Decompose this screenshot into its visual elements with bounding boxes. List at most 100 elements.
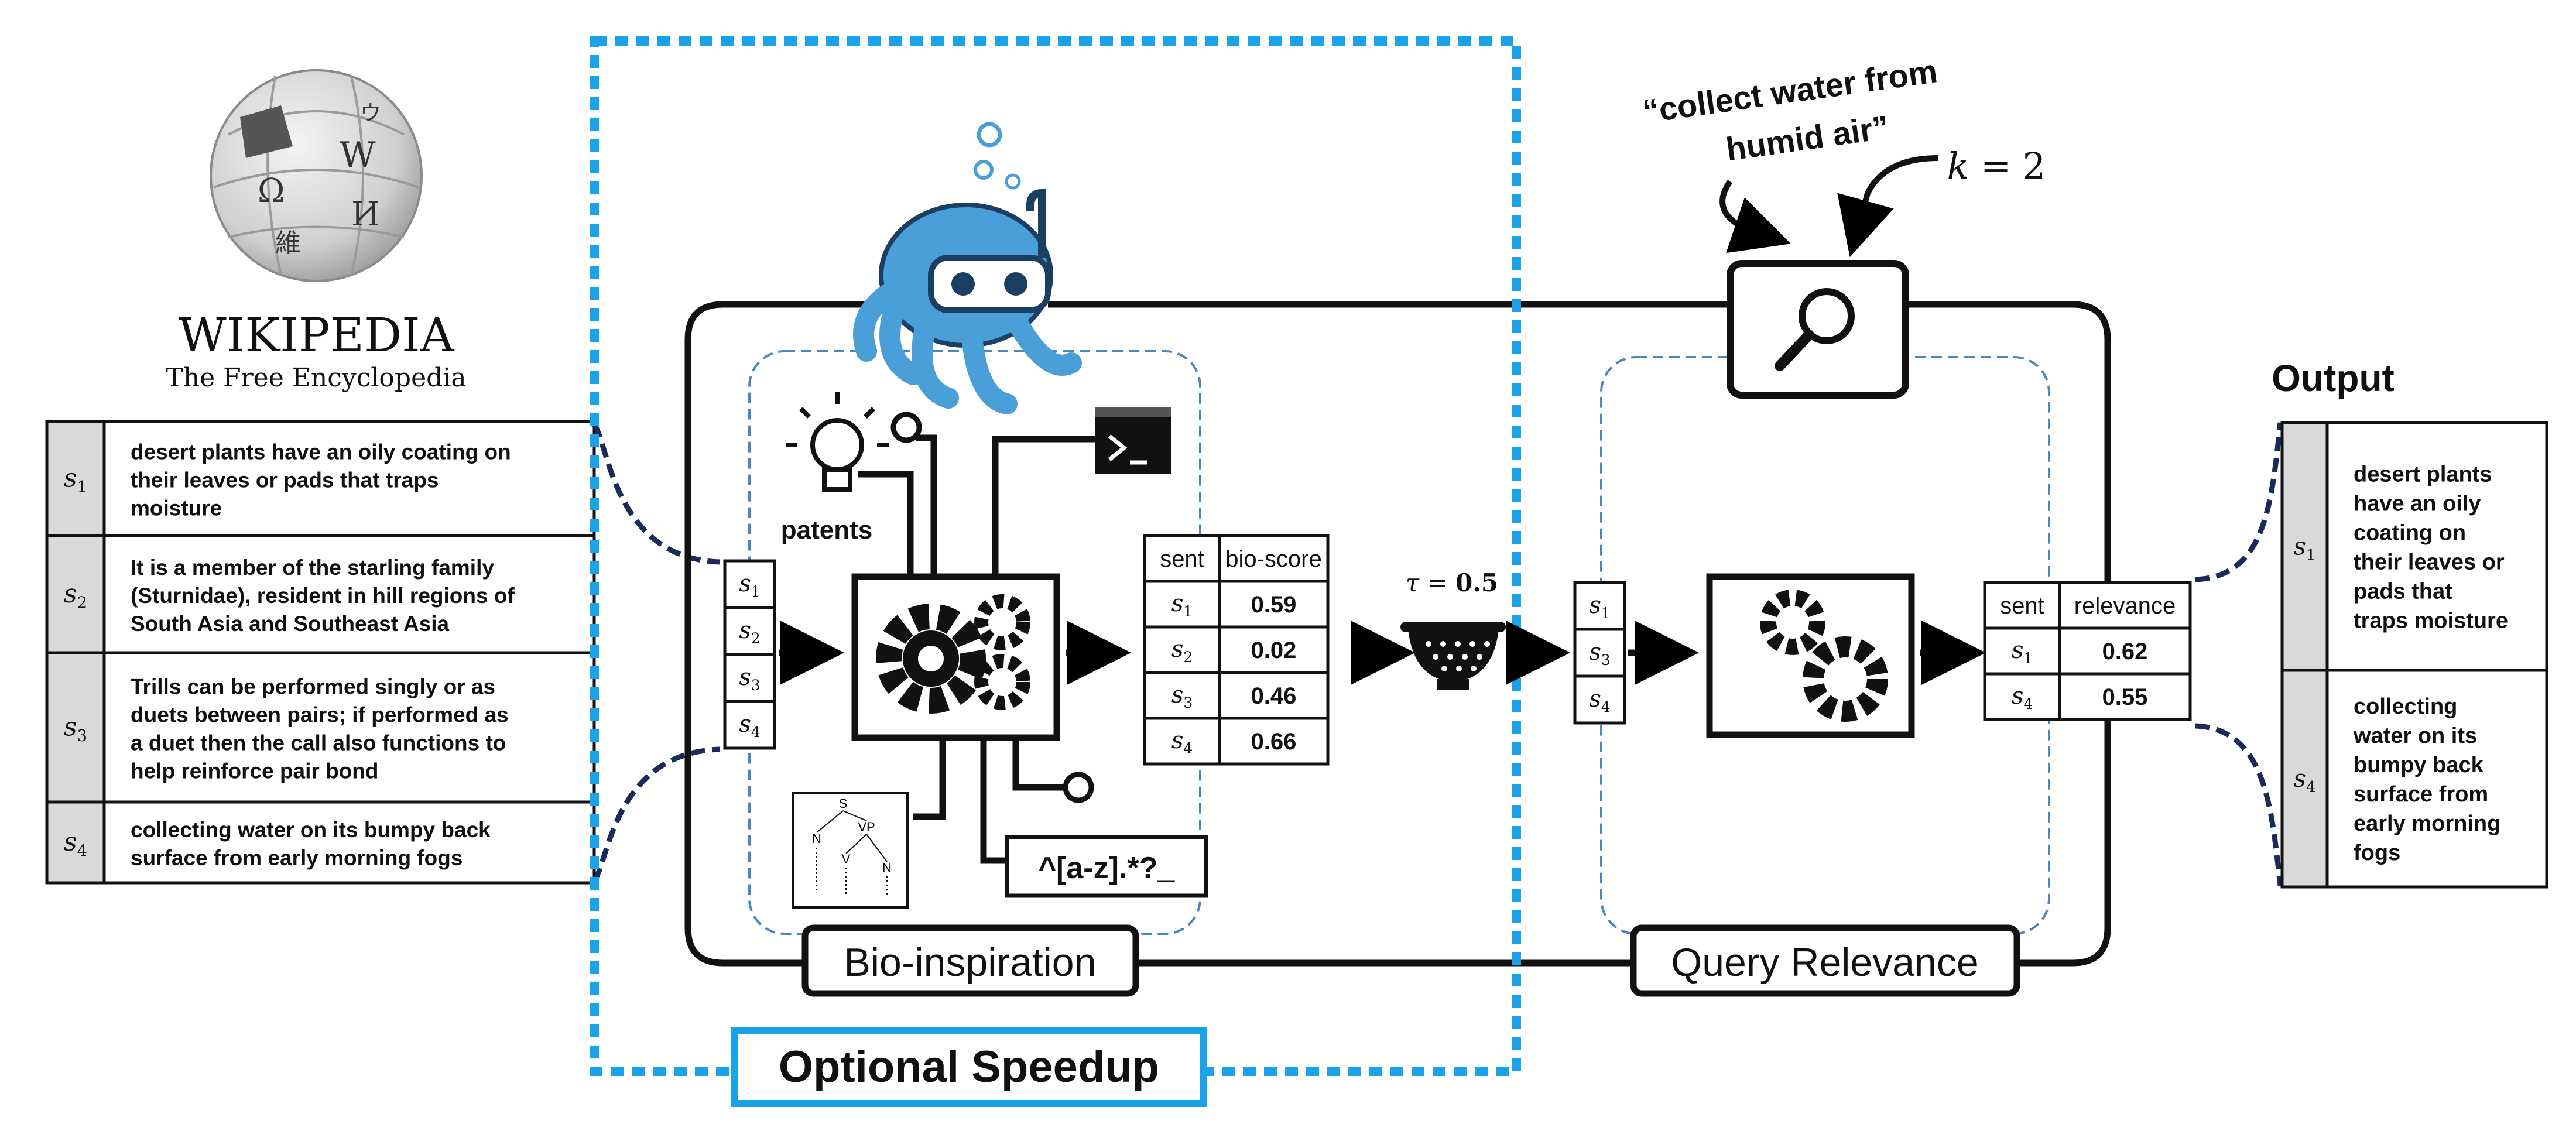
regex-box	[1005, 835, 1208, 898]
relevance-table-row-id: s4	[2012, 683, 2033, 712]
bio-table-row-id-sub: 3	[1183, 694, 1193, 711]
wiki-glyph-wei: 維	[275, 228, 301, 258]
relevance-table-header-cell	[1983, 581, 2061, 630]
input-sentence-line: Trills can be performed singly or as	[131, 675, 495, 699]
input-connector-top	[592, 423, 721, 565]
output-sentence-id: s1	[2293, 532, 2315, 564]
bio-input-id: s1	[739, 570, 760, 600]
input-sentence-line: surface from early morning fogs	[131, 846, 463, 870]
output-id-cell	[2280, 669, 2329, 889]
input-sentence-line: (Sturnidae), resident in hill regions of	[131, 584, 515, 608]
bio-table-row-id-sub: 1	[1183, 603, 1193, 620]
query-model-box	[1706, 573, 1915, 738]
threshold-eq: =	[1419, 568, 1455, 597]
gears-icon	[876, 594, 1030, 714]
bio-input-id-cell	[723, 559, 776, 609]
output-sentence-line: traps moisture	[2354, 609, 2508, 633]
query-text-line2: humid air”	[1724, 108, 1891, 167]
query-input-id-sub: 3	[1601, 652, 1611, 669]
query-input-id-sub: 4	[1601, 698, 1611, 715]
bio-table-score: 0.46	[1251, 683, 1297, 709]
input-text-cell	[102, 800, 596, 885]
bio-table-score-cell	[1218, 625, 1330, 674]
bio-input-id-sub: 4	[751, 724, 761, 741]
speedup-label: Optional Speedup	[779, 1042, 1159, 1092]
relevance-table-score-cell	[2058, 672, 2192, 721]
input-sentence-line: their leaves or pads that traps	[131, 468, 439, 492]
relevance-table-score: 0.55	[2102, 684, 2148, 710]
query-label-box	[1630, 924, 2020, 997]
bio-input-id-sub: 1	[751, 583, 761, 600]
query-input-id-letter: s	[1589, 686, 1601, 712]
bio-input-id-letter: s	[739, 711, 751, 738]
bio-input-id-cell	[723, 606, 776, 656]
tree-root: S	[839, 796, 848, 811]
k-eq: =	[1969, 145, 2022, 187]
threshold-value: 0.5	[1455, 568, 1498, 597]
bio-input-id-cell	[723, 700, 776, 750]
k-arrow	[1837, 155, 1938, 258]
output-sentence-line: coating on	[2354, 521, 2466, 546]
bio-table-row-id-letter: s	[1171, 727, 1184, 754]
wikipedia-logo: W Ω И 維 ウ	[210, 69, 423, 282]
patents-label: patents	[781, 516, 872, 544]
output-connector-bottom	[2195, 723, 2283, 886]
output-id-cell	[2280, 421, 2329, 672]
wiki-glyph-w: W	[340, 135, 376, 176]
bio-table-row-id-letter: s	[1171, 590, 1184, 617]
query-input-id-cell	[1573, 628, 1626, 678]
output-sentence-id-sub: 4	[2306, 779, 2316, 796]
bio-input-id-sub: 3	[751, 677, 761, 694]
query-stage-label: Query Relevance	[1671, 940, 1978, 985]
input-sentence-id: s2	[64, 579, 87, 612]
relevance-table-header-cell	[2058, 581, 2192, 630]
wiki-glyph-omega: Ω	[258, 172, 285, 210]
relevance-table-id-cell	[1983, 672, 2061, 721]
input-sentence-id-sub: 3	[77, 727, 87, 745]
bio-table-id-cell	[1143, 717, 1221, 766]
input-sentence-id-sub: 1	[77, 478, 87, 496]
tree-vp: VP	[858, 820, 875, 834]
input-sentence-line: help reinforce pair bond	[131, 759, 379, 783]
input-text-cell	[102, 534, 596, 654]
output-text-cell	[2325, 669, 2548, 889]
bio-table-score: 0.66	[1251, 729, 1297, 755]
query-input-id: s1	[1589, 592, 1610, 622]
bio-input-id: s3	[739, 664, 760, 694]
tree-v: V	[842, 852, 851, 866]
bio-input-id-letter: s	[739, 664, 751, 691]
input-id-cell	[45, 651, 106, 804]
input-id-cell	[45, 534, 106, 654]
output-sentence-id: s4	[2293, 764, 2315, 796]
input-connector-bottom	[592, 746, 721, 883]
relevance-table-header: relevance	[2074, 593, 2176, 619]
bio-wiring	[858, 412, 1095, 864]
magnifier-icon	[1775, 288, 1855, 371]
relevance-table-header: sent	[2000, 593, 2044, 619]
bio-label-box	[801, 924, 1139, 997]
query-input-id-letter: s	[1589, 592, 1601, 619]
threshold-symbol: τ	[1406, 568, 1420, 597]
wikipedia-wordmark: WIKIPEDIA	[179, 308, 455, 362]
k-value: 2	[2023, 145, 2046, 187]
threshold-label: τ = 0.5	[1406, 568, 1498, 597]
relevance-table-row-id: s1	[2012, 637, 2033, 667]
parse-tree-box	[792, 792, 909, 909]
query-text-line1: “collect water from	[1640, 52, 1940, 130]
output-sentence-id-letter: s	[2293, 764, 2306, 793]
input-sentence-line: duets between pairs; if performed as	[131, 703, 509, 727]
input-text-cell	[102, 420, 596, 537]
bio-input-id: s2	[739, 617, 760, 647]
query-arrow	[1719, 180, 1791, 253]
input-sentence-line: a duet then the call also functions to	[131, 731, 506, 755]
k-label: k = 2	[1947, 145, 2046, 187]
output-sentence-id-sub: 1	[2306, 547, 2316, 564]
tree-np: N	[812, 831, 821, 846]
input-sentence-id: s4	[64, 827, 87, 861]
bio-table-header: bio-score	[1225, 546, 1322, 572]
